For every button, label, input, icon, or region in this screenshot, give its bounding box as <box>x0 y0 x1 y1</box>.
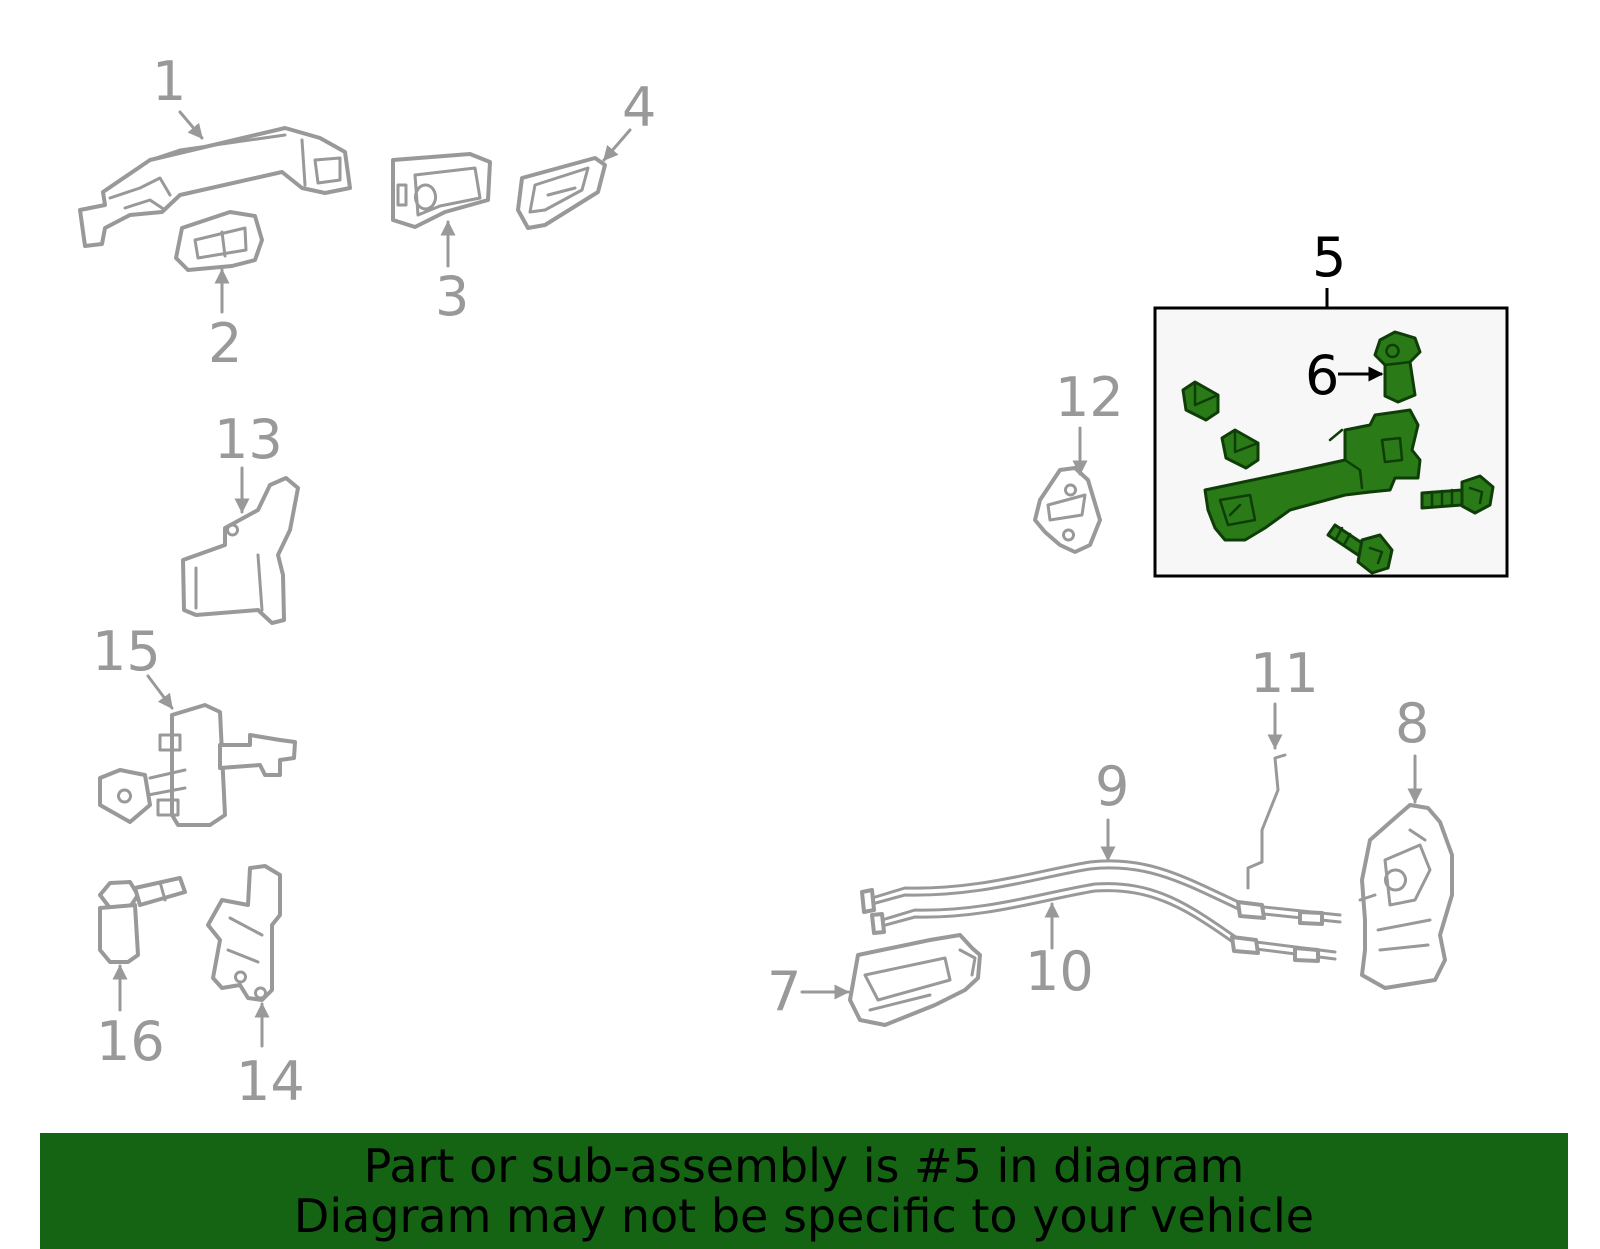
callout-4: 4 <box>622 76 656 139</box>
part-2-handle-cover <box>174 210 264 272</box>
callout-14: 14 <box>236 1050 305 1113</box>
callout-15: 15 <box>92 620 161 683</box>
callout-8: 8 <box>1395 692 1429 755</box>
part-4-handle-bezel <box>516 156 607 230</box>
callout-5: 5 <box>1312 226 1346 289</box>
callout-16: 16 <box>96 1010 165 1073</box>
part-15-door-check <box>98 703 297 827</box>
callout-7: 7 <box>767 960 801 1023</box>
part-14-hinge <box>206 864 282 1002</box>
callout-2: 2 <box>208 312 242 375</box>
callout-11: 11 <box>1250 642 1319 705</box>
leader-1 <box>178 110 204 140</box>
callout-13: 13 <box>214 408 283 471</box>
part-5-bolt-upper <box>1420 474 1495 515</box>
callout-9: 9 <box>1095 755 1129 818</box>
part-10-cable <box>870 882 1337 963</box>
callout-3: 3 <box>435 265 469 328</box>
part-3-handle-base <box>391 152 492 229</box>
callout-1: 1 <box>152 50 186 113</box>
callout-12: 12 <box>1055 366 1124 429</box>
info-banner: Part or sub-assembly is #5 in diagram Di… <box>40 1133 1568 1249</box>
part-11-rod <box>1246 753 1287 890</box>
part-7-inside-handle <box>848 933 982 1027</box>
part-16-hinge-bolt <box>98 876 187 964</box>
part-5-bolt-lower <box>1326 523 1394 575</box>
part-6-cap-highlighted <box>1373 330 1422 404</box>
callout-6: 6 <box>1305 344 1339 407</box>
banner-line-2: Diagram may not be specific to your vehi… <box>293 1189 1315 1243</box>
part-5-handle-frame-highlighted <box>1181 380 1422 542</box>
part-12-striker <box>1033 466 1102 554</box>
callout-10: 10 <box>1025 940 1094 1003</box>
leader-4 <box>602 128 632 162</box>
part-9-cable <box>860 859 1342 926</box>
banner-line-1: Part or sub-assembly is #5 in diagram <box>363 1139 1245 1193</box>
leader-15 <box>146 674 174 710</box>
part-13-bracket <box>181 476 300 625</box>
part-8-latch <box>1358 803 1454 990</box>
part-1-outside-handle <box>78 126 352 248</box>
